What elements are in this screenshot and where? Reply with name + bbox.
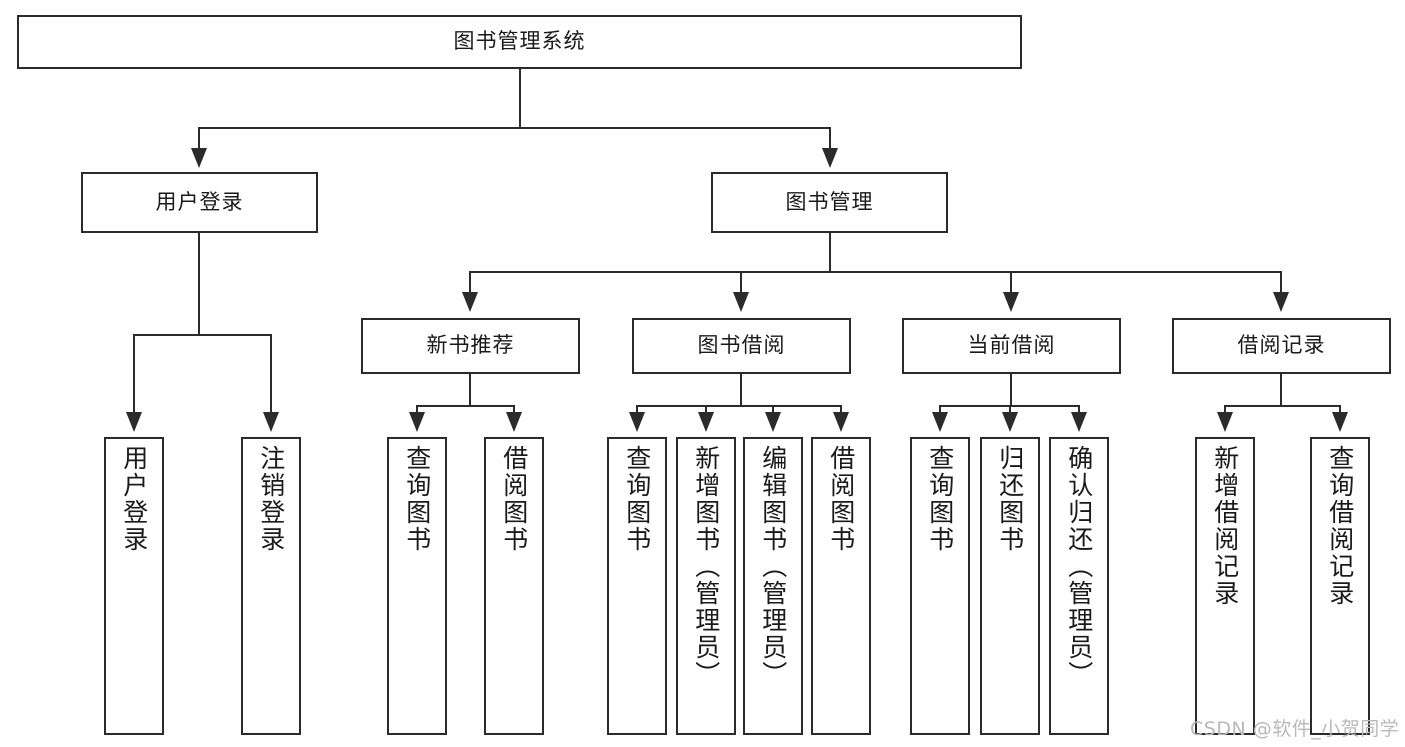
connector-level2-bus — [199, 127, 831, 129]
node-label: 用户登录 — [119, 445, 149, 553]
connector-drop-borrow-book-1 — [513, 405, 515, 418]
node-book-borrow[interactable]: 图书借阅 — [632, 318, 851, 374]
connector-drop-new-book-recommend — [469, 271, 471, 298]
node-leaf-add-book[interactable]: 新增图书（管理员） — [676, 437, 736, 735]
node-leaf-return-book[interactable]: 归还图书 — [980, 437, 1040, 735]
node-leaf-add-borrow-record[interactable]: 新增借阅记录 — [1195, 437, 1255, 735]
watermark-text: CSDN @软件_小贺同学 — [1190, 718, 1400, 740]
node-label: 归还图书 — [995, 445, 1025, 553]
connector-drop-current-borrow — [1010, 271, 1012, 298]
connector-drop-query-book-1 — [416, 405, 418, 418]
arrow-down-icon — [263, 412, 279, 432]
connector-current-borrow-stem — [1010, 374, 1012, 406]
connector-drop-query-book-3 — [939, 405, 941, 418]
node-label: 图书管理 — [785, 189, 874, 214]
arrow-down-icon — [126, 412, 142, 432]
node-label: 图书借阅 — [697, 333, 786, 358]
connector-user-login-stem — [198, 233, 200, 335]
connector-root-stem — [519, 69, 521, 128]
arrow-down-icon — [191, 148, 207, 168]
node-label: 确认归还（管理员） — [1064, 445, 1094, 688]
node-label: 借阅图书 — [499, 445, 529, 553]
arrow-down-icon — [506, 412, 522, 432]
node-label: 查询借阅记录 — [1325, 445, 1355, 607]
connector-drop-borrow-record — [1280, 271, 1282, 298]
connector-book-borrow-stem — [740, 374, 742, 406]
arrow-down-icon — [1003, 292, 1019, 312]
node-current-borrow[interactable]: 当前借阅 — [902, 318, 1121, 374]
arrow-down-icon — [409, 412, 425, 432]
connector-drop-edit-book — [772, 405, 774, 418]
connector-borrow-record-bus — [1225, 405, 1341, 407]
connector-new-book-recommend-bus — [417, 405, 515, 407]
arrow-down-icon — [1332, 412, 1348, 432]
csdn-watermark: CSDN @软件_小贺同学 — [1190, 714, 1399, 741]
connector-book-management-stem — [829, 233, 831, 272]
node-leaf-query-book-current[interactable]: 查询图书 — [910, 437, 970, 735]
node-leaf-confirm-return[interactable]: 确认归还（管理员） — [1049, 437, 1109, 735]
connector-drop-query-book-2 — [636, 405, 638, 418]
arrow-down-icon — [822, 148, 838, 168]
connector-drop-confirm-return — [1078, 405, 1080, 418]
node-label: 查询图书 — [925, 445, 955, 553]
node-label: 新增图书（管理员） — [691, 445, 721, 688]
node-borrow-record[interactable]: 借阅记录 — [1172, 318, 1391, 374]
arrow-down-icon — [1273, 292, 1289, 312]
arrow-down-icon — [1217, 412, 1233, 432]
node-user-login[interactable]: 用户登录 — [81, 172, 318, 233]
connector-drop-user-login — [198, 127, 200, 153]
node-label: 借阅图书 — [826, 445, 856, 553]
arrow-down-icon — [833, 412, 849, 432]
node-label: 用户登录 — [155, 189, 244, 214]
arrow-down-icon — [1002, 412, 1018, 432]
node-new-book-recommend[interactable]: 新书推荐 — [361, 318, 580, 374]
node-label: 注销登录 — [256, 445, 286, 553]
connector-drop-return-book — [1009, 405, 1011, 418]
node-book-management[interactable]: 图书管理 — [711, 172, 948, 233]
arrow-down-icon — [698, 412, 714, 432]
node-label: 当前借阅 — [967, 333, 1056, 358]
arrow-down-icon — [1071, 412, 1087, 432]
node-leaf-edit-book[interactable]: 编辑图书（管理员） — [743, 437, 803, 735]
connector-drop-leaf-user-login — [133, 334, 135, 418]
node-label: 查询图书 — [402, 445, 432, 553]
arrow-down-icon — [733, 292, 749, 312]
arrow-down-icon — [629, 412, 645, 432]
node-label: 新书推荐 — [426, 333, 515, 358]
connector-user-login-bus — [134, 334, 271, 336]
node-leaf-user-login[interactable]: 用户登录 — [104, 437, 164, 735]
connector-drop-book-management — [829, 127, 831, 153]
node-leaf-query-book-borrow[interactable]: 查询图书 — [607, 437, 667, 735]
connector-drop-book-borrow — [740, 271, 742, 298]
connector-drop-add-borrow-record — [1224, 405, 1226, 418]
connector-new-book-recommend-stem — [469, 374, 471, 406]
node-leaf-borrow-book-recommend[interactable]: 借阅图书 — [484, 437, 544, 735]
arrow-down-icon — [932, 412, 948, 432]
node-leaf-borrow-book[interactable]: 借阅图书 — [811, 437, 871, 735]
node-root-book-management-system[interactable]: 图书管理系统 — [17, 15, 1022, 69]
connector-drop-borrow-book-2 — [840, 405, 842, 418]
node-label: 图书管理系统 — [453, 29, 586, 54]
connector-book-borrow-bus — [637, 405, 842, 407]
node-leaf-query-book-recommend[interactable]: 查询图书 — [387, 437, 447, 735]
arrow-down-icon — [462, 292, 478, 312]
connector-drop-leaf-logout-login — [270, 334, 272, 418]
node-label: 查询图书 — [622, 445, 652, 553]
arrow-down-icon — [765, 412, 781, 432]
node-label: 借阅记录 — [1237, 333, 1326, 358]
node-leaf-query-borrow-record[interactable]: 查询借阅记录 — [1310, 437, 1370, 735]
connector-drop-add-book — [705, 405, 707, 418]
node-label: 编辑图书（管理员） — [758, 445, 788, 688]
node-label: 新增借阅记录 — [1210, 445, 1240, 607]
node-leaf-logout-login[interactable]: 注销登录 — [241, 437, 301, 735]
connector-level3-bus — [470, 271, 1281, 273]
connector-drop-query-borrow-record — [1339, 405, 1341, 418]
connector-borrow-record-stem — [1280, 374, 1282, 406]
